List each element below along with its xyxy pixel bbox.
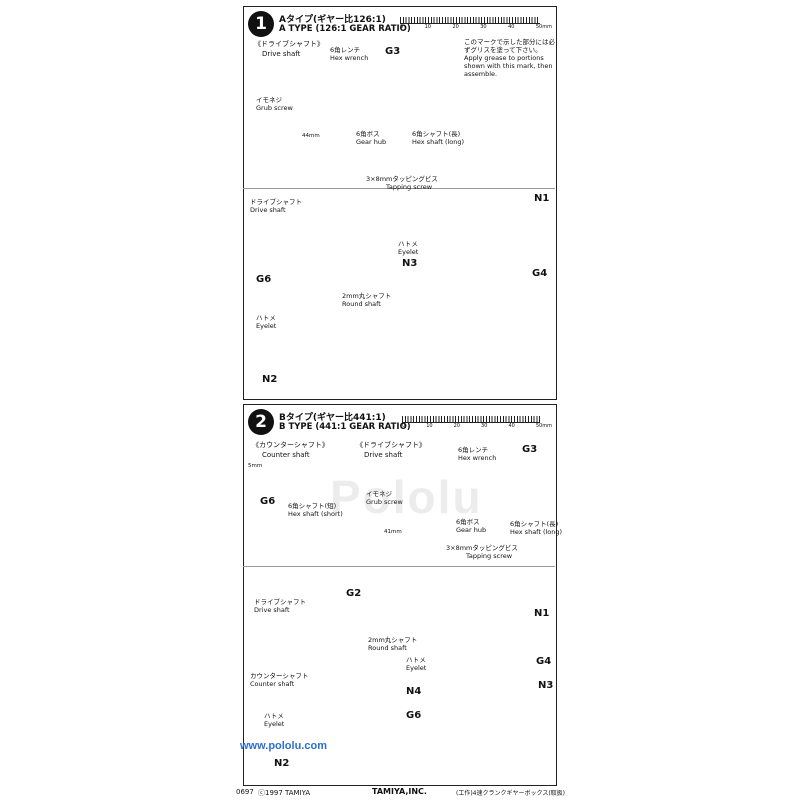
dim-41-label: 41mm (384, 529, 402, 535)
ruler-label: 30 (480, 24, 487, 30)
dim-5-label: 5mm (248, 463, 263, 469)
eyelet3-label-jp: ハトメ (406, 656, 426, 664)
ruler-label: 40 (508, 423, 515, 429)
ruler-label: 10 (424, 24, 431, 30)
part-n3-step2-label: N3 (538, 680, 554, 691)
hex-short-label-jp: 6角シャフト(短) (288, 502, 337, 510)
ruler-label: 20 (453, 423, 460, 429)
grease-note: このマークで示した部分には必ずグリスを塗って下さい。 Apply grease … (464, 38, 556, 78)
grub-screw-label-en: Grub screw (256, 104, 293, 112)
grease-note-en: Apply grease to portions shown with this… (464, 54, 553, 78)
step2-number: 2 (248, 409, 274, 435)
counter-shaft2-label-jp: カウンターシャフト (250, 672, 309, 680)
footer-brand: TAMIYA,INC. (372, 787, 427, 796)
grub-screw2-label-en: Grub screw (366, 498, 403, 506)
ruler-label: 10 (426, 423, 433, 429)
counter-shaft-section-jp: 《カウンターシャフト》 (252, 441, 329, 449)
eyelet4-label-jp: ハトメ (264, 712, 284, 720)
part-n1-label: N1 (534, 193, 550, 204)
part-n2-step2-label: N2 (274, 758, 290, 769)
tapping-screw2-label-jp: 3×8mmタッピングビス (446, 544, 518, 552)
round-shaft-label-jp: 2mm丸シャフト (342, 292, 392, 300)
pololu-url[interactable]: www.pololu.com (240, 740, 327, 752)
step1-divider (243, 188, 555, 189)
tapping-screw-label-en: Tapping screw (386, 183, 433, 191)
drive-shaft-section2-en: Drive shaft (364, 451, 403, 459)
footer-product: (工作)4速クランクギヤーボックス(取扱) (456, 790, 566, 797)
drive-shaft2-label-en: Drive shaft (254, 606, 290, 614)
eyelet2-label-en: Eyelet (256, 322, 277, 330)
step2-ruler (402, 408, 540, 423)
step1-title-en: A TYPE (126:1 GEAR RATIO) (279, 24, 411, 34)
counter-shaft2-label-en: Counter shaft (250, 680, 295, 688)
footer-copyright: ⓒ1997 TAMIYA (258, 789, 311, 797)
gear-g3-label: G3 (385, 46, 401, 57)
eyelet2-label-jp: ハトメ (256, 314, 276, 322)
gear-g6-step2-label: G6 (260, 496, 276, 507)
gear-hub-label-jp: 6角ボス (356, 130, 380, 138)
drive-shaft-section-jp: 《ドライブシャフト》 (254, 40, 324, 48)
step2-title-en: B TYPE (441:1 GEAR RATIO) (279, 422, 411, 432)
hex-long2-label-jp: 6角シャフト(長) (510, 520, 559, 528)
gear-g2-label: G2 (346, 588, 362, 599)
ruler-label: 50mm (535, 423, 552, 429)
hex-long2-label-en: Hex shaft (long) (510, 528, 563, 536)
drive-shaft2-label-jp: ドライブシャフト (254, 598, 306, 606)
tapping-screw-label-jp: 3×8mmタッピングビス (366, 175, 438, 183)
gear-g6b-label: G6 (406, 710, 422, 721)
hex-shaft-long-label-en: Hex shaft (long) (412, 138, 465, 146)
ruler-label: 20 (452, 24, 459, 30)
gear-hub2-label-en: Gear hub (456, 526, 487, 534)
step2-title-jp: Bタイプ(ギヤー比441:1) (279, 413, 386, 423)
part-n2-label: N2 (262, 374, 278, 385)
gear-g4-step2-label: G4 (536, 656, 552, 667)
eyelet-label-en: Eyelet (398, 248, 419, 256)
drive-shaft-label-en: Drive shaft (250, 206, 286, 214)
gear-g3-step2-label: G3 (522, 444, 538, 455)
dim-44-label: 44mm (302, 133, 320, 139)
step2-ruler-labels: 0 10 20 30 40 50mm (402, 423, 552, 429)
part-n4-label: N4 (406, 686, 422, 697)
part-n1-step2-label: N1 (534, 608, 550, 619)
eyelet-label-jp: ハトメ (398, 240, 418, 248)
ruler-label: 0 (400, 24, 404, 30)
ruler-label: 30 (481, 423, 488, 429)
step1-number: 1 (248, 11, 274, 37)
round-shaft-label-en: Round shaft (342, 300, 381, 308)
hex-wrench2-label-jp: 6角レンチ (458, 446, 489, 454)
round-shaft2-label-en: Round shaft (368, 644, 407, 652)
footer-code: 0697 (236, 788, 254, 796)
ruler-label: 0 (402, 423, 406, 429)
ruler-label: 50mm (535, 24, 552, 30)
round-shaft2-label-jp: 2mm丸シャフト (368, 636, 418, 644)
hex-short-label-en: Hex shaft (short) (288, 510, 343, 518)
gear-g6-label: G6 (256, 274, 272, 285)
step1-ruler-labels: 0 10 20 30 40 50mm (400, 24, 552, 30)
drive-shaft-section2-jp: 《ドライブシャフト》 (356, 441, 426, 449)
drive-shaft-label-jp: ドライブシャフト (250, 198, 302, 206)
step2-panel (243, 404, 557, 786)
step1-panel (243, 6, 557, 400)
step1-ruler (400, 9, 540, 24)
step1-title-jp: Aタイプ(ギヤー比126:1) (279, 15, 386, 25)
grub-screw-label-jp: イモネジ (256, 96, 282, 104)
tapping-screw2-label-en: Tapping screw (466, 552, 513, 560)
drive-shaft-section-en: Drive shaft (262, 50, 301, 58)
gear-g4-label: G4 (532, 268, 548, 279)
ruler-label: 40 (508, 24, 515, 30)
pololu-watermark-logo: Pololu (330, 471, 483, 523)
eyelet3-label-en: Eyelet (406, 664, 427, 672)
gear-hub2-label-jp: 6角ボス (456, 518, 480, 526)
hex-wrench-label-en: Hex wrench (330, 54, 369, 62)
grub-screw2-label-jp: イモネジ (366, 490, 392, 498)
hex-wrench-label-jp: 6角レンチ (330, 46, 361, 54)
counter-shaft-section-en: Counter shaft (262, 451, 310, 459)
grease-note-jp: このマークで示した部分には必ずグリスを塗って下さい。 (464, 38, 555, 54)
eyelet4-label-en: Eyelet (264, 720, 285, 728)
hex-shaft-long-label-jp: 6角シャフト(長) (412, 130, 461, 138)
gear-hub-label-en: Gear hub (356, 138, 387, 146)
part-n3-label: N3 (402, 258, 418, 269)
hex-wrench2-label-en: Hex wrench (458, 454, 497, 462)
step2-divider (243, 566, 555, 567)
